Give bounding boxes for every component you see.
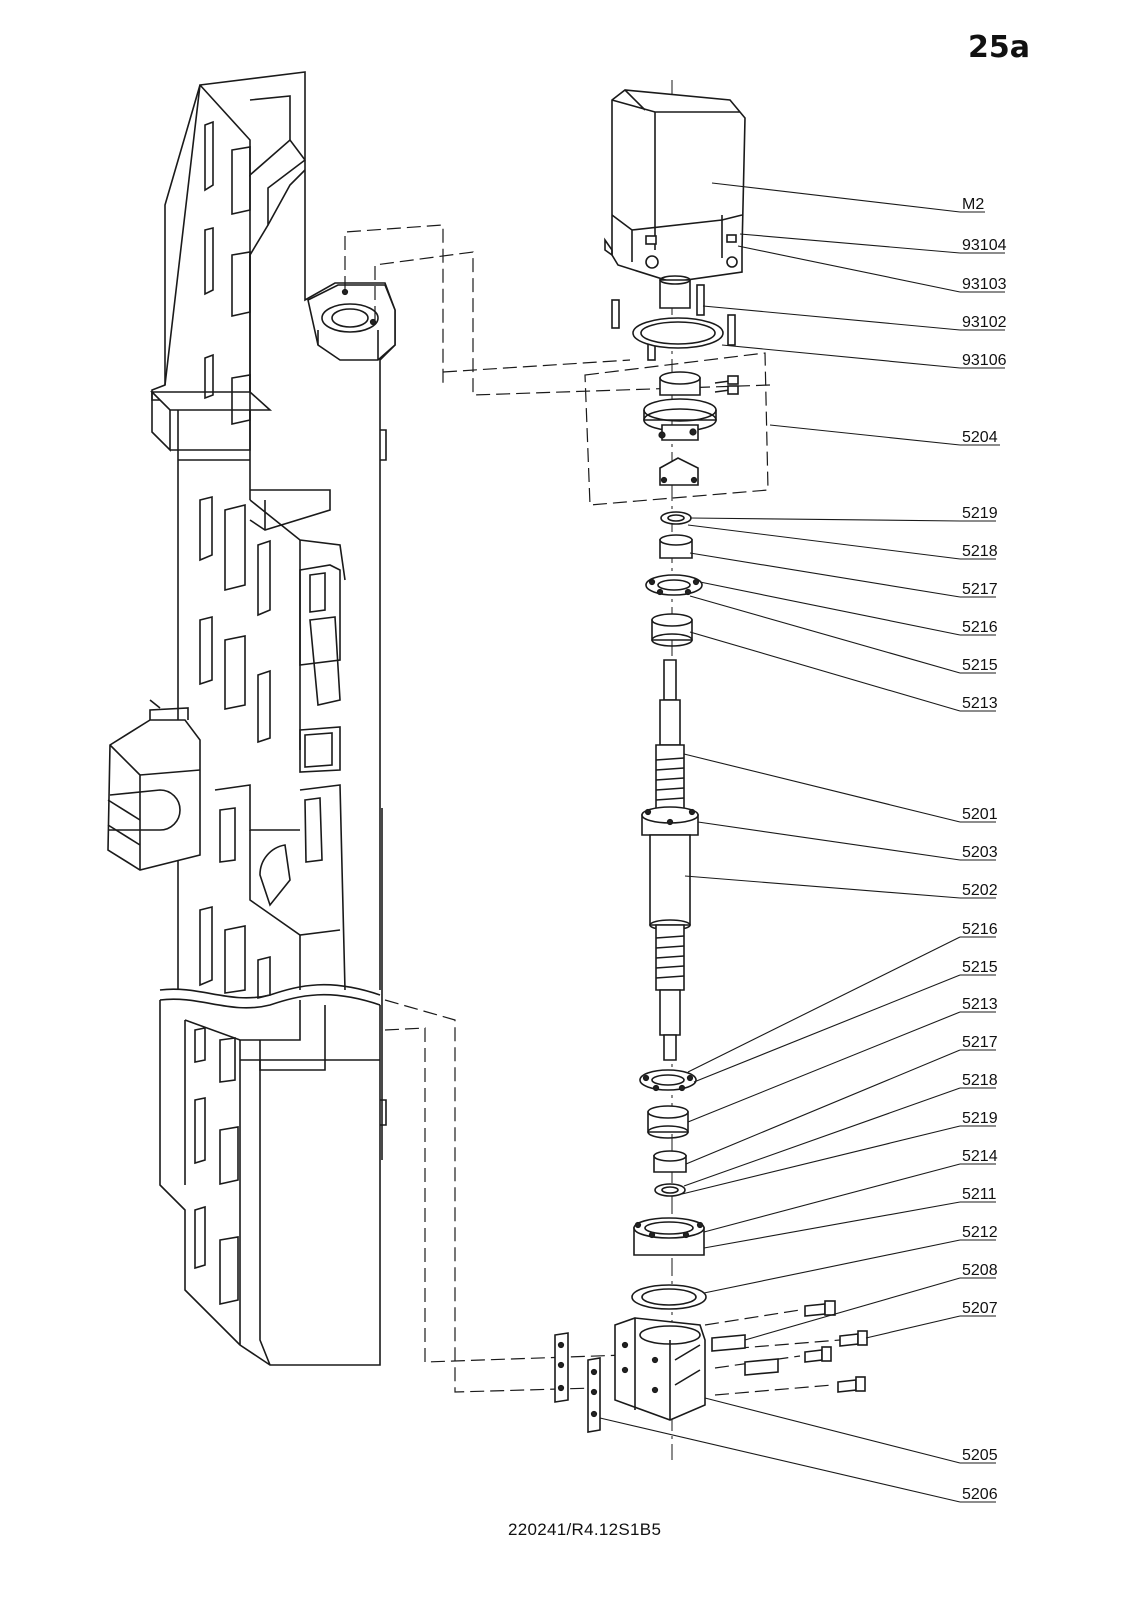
assembly-guide-lines bbox=[344, 80, 841, 1460]
callout-5213-bottom: 5213 bbox=[962, 996, 998, 1013]
callout-93103: 93103 bbox=[962, 276, 1007, 293]
callout-5217-bottom: 5217 bbox=[962, 1034, 998, 1051]
callout-5216-bottom: 5216 bbox=[962, 921, 998, 938]
callout-93104: 93104 bbox=[962, 237, 1007, 254]
callout-5212: 5212 bbox=[962, 1224, 998, 1241]
callout-5211: 5211 bbox=[962, 1186, 997, 1203]
callout-5202: 5202 bbox=[962, 882, 998, 899]
callout-5213-top: 5213 bbox=[962, 695, 998, 712]
machine-column bbox=[107, 71, 396, 1366]
callout-93102: 93102 bbox=[962, 314, 1007, 331]
ballscrew-assembly bbox=[554, 89, 868, 1433]
callout-5219-top: 5219 bbox=[962, 505, 998, 522]
callout-5215-top: 5215 bbox=[962, 657, 998, 674]
callout-labels: M2 93104 93103 93102 93106 5204 5219 521… bbox=[960, 196, 1007, 1503]
callout-5206: 5206 bbox=[962, 1486, 998, 1503]
callout-5215-bottom: 5215 bbox=[962, 959, 998, 976]
callout-m2: M2 bbox=[962, 196, 984, 213]
callout-5218-top: 5218 bbox=[962, 543, 998, 560]
callout-5208: 5208 bbox=[962, 1262, 998, 1279]
callout-93106: 93106 bbox=[962, 352, 1007, 369]
callout-5214: 5214 bbox=[962, 1148, 998, 1165]
page-label: 25a bbox=[968, 30, 1030, 65]
callout-5203: 5203 bbox=[962, 844, 998, 861]
callout-5217-top: 5217 bbox=[962, 581, 998, 598]
callout-5207: 5207 bbox=[962, 1300, 998, 1317]
leader-lines bbox=[599, 182, 961, 1503]
callout-5218-bottom: 5218 bbox=[962, 1072, 998, 1089]
callout-5204: 5204 bbox=[962, 429, 998, 446]
callout-5205: 5205 bbox=[962, 1447, 998, 1464]
callout-5219-bottom: 5219 bbox=[962, 1110, 998, 1127]
callout-5201: 5201 bbox=[962, 806, 998, 823]
callout-5216-top: 5216 bbox=[962, 619, 998, 636]
drawing-number: 220241/R4.12S1B5 bbox=[508, 1520, 662, 1539]
